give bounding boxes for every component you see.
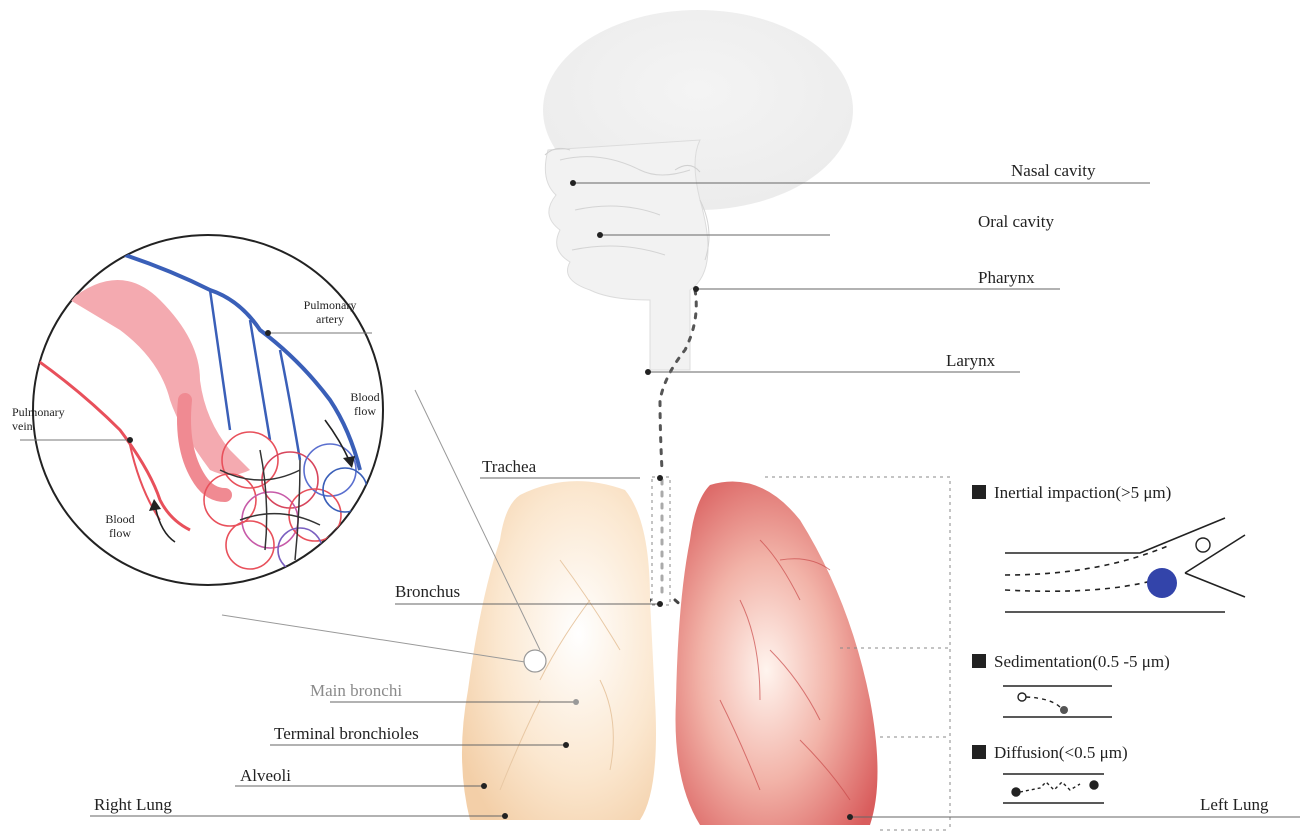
label-pulmonary-vein: Pulmonary vein [12, 405, 72, 433]
legend-sedimentation: Sedimentation(0.5 -5 μm) [972, 652, 1170, 672]
label-blood-flow-vein-line1: Blood [95, 512, 145, 526]
label-main-bronchi: Main bronchi [310, 681, 402, 701]
left-lung [676, 482, 878, 825]
label-nasal-cavity: Nasal cavity [1011, 161, 1096, 181]
label-blood-flow-artery-line1: Blood [340, 390, 390, 404]
head-silhouette [543, 10, 853, 370]
label-alveoli: Alveoli [240, 766, 291, 786]
label-blood-flow-vein: Blood flow [95, 512, 145, 540]
label-blood-flow-vein-line2: flow [95, 526, 145, 540]
label-left-lung: Left Lung [1200, 795, 1268, 815]
right-lung [462, 481, 656, 820]
label-pulmonary-artery: Pulmonary artery [285, 298, 375, 326]
legend-sedimentation-text: Sedimentation(0.5 -5 μm) [994, 652, 1170, 671]
sedimentation-diagram [1003, 686, 1112, 717]
alveoli-inset [20, 235, 383, 585]
label-pulmonary-artery-line1: Pulmonary [285, 298, 375, 312]
label-pharynx: Pharynx [978, 268, 1035, 288]
label-terminal-bronchioles: Terminal bronchioles [274, 724, 419, 744]
legend-square-icon [972, 485, 986, 499]
legend-diffusion: Diffusion(<0.5 μm) [972, 743, 1128, 763]
label-blood-flow-artery: Blood flow [340, 390, 390, 418]
legend-square-icon [972, 745, 986, 759]
label-right-lung: Right Lung [94, 795, 172, 815]
label-blood-flow-artery-line2: flow [340, 404, 390, 418]
diffusion-diagram [1003, 774, 1104, 803]
label-trachea: Trachea [482, 457, 536, 477]
legend-inertial-text: Inertial impaction(>5 μm) [994, 483, 1171, 502]
label-pulmonary-vein-line1: Pulmonary [12, 405, 72, 419]
label-bronchus: Bronchus [395, 582, 460, 602]
label-oral-cavity: Oral cavity [978, 212, 1054, 232]
legend-square-icon [972, 654, 986, 668]
label-larynx: Larynx [946, 351, 995, 371]
inertial-impaction-diagram [1005, 518, 1245, 612]
label-pulmonary-artery-line2: artery [285, 312, 375, 326]
legend-diffusion-text: Diffusion(<0.5 μm) [994, 743, 1128, 762]
legend-inertial-impaction: Inertial impaction(>5 μm) [972, 483, 1171, 503]
label-pulmonary-vein-line2: vein [12, 419, 72, 433]
